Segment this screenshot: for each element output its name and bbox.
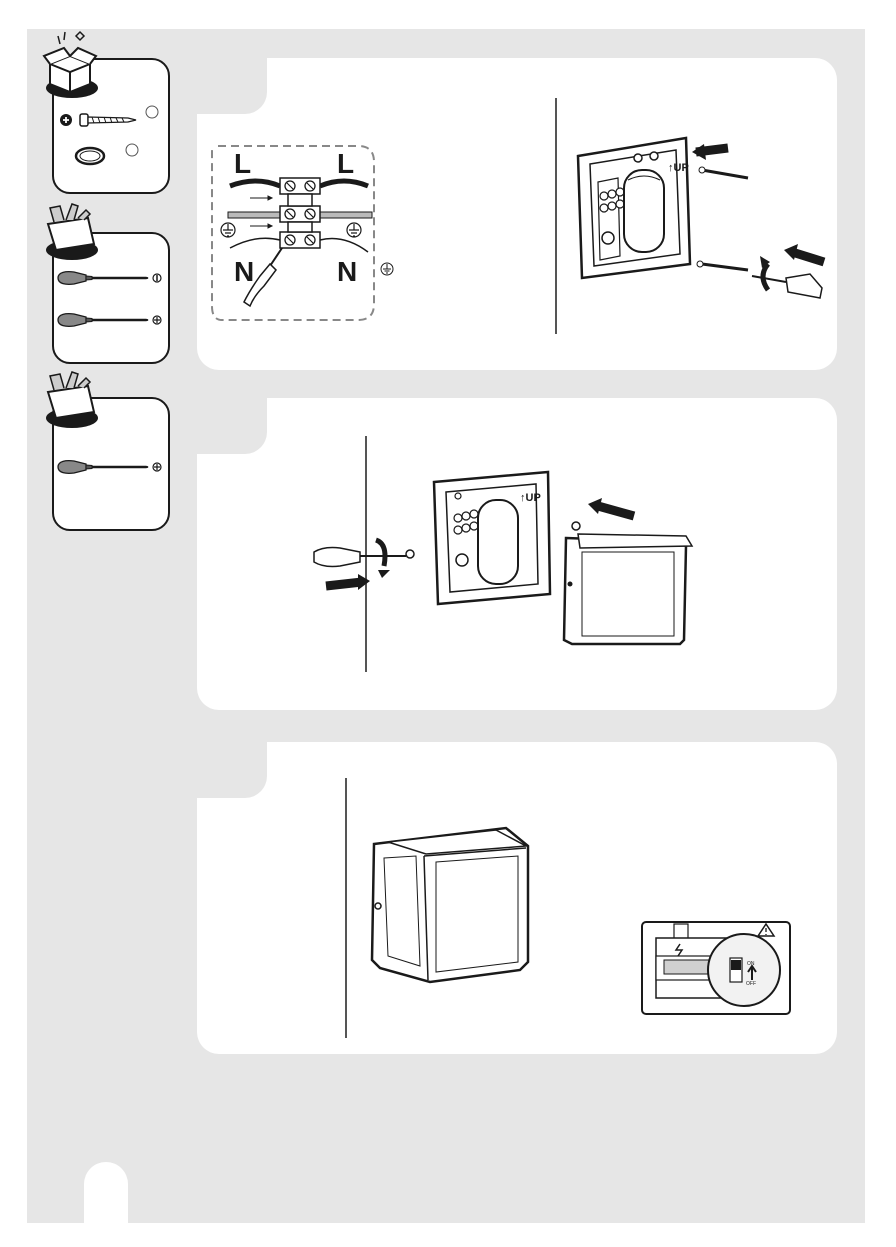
flathead-screwdriver-icon xyxy=(56,268,162,288)
installed-wall-light-illustration xyxy=(366,822,536,990)
toolbox-icon xyxy=(38,202,108,262)
circuit-breaker-illustration xyxy=(640,920,792,1016)
up-marker-1: ↑UP xyxy=(668,162,689,174)
wall-mount-with-housing-illustration xyxy=(430,470,700,660)
step-2-number-tab xyxy=(197,398,267,454)
phillips-screwdriver-icon xyxy=(56,310,162,330)
step-3-divider xyxy=(345,778,347,1038)
earth-symbol-icon xyxy=(380,262,394,276)
step-1-divider xyxy=(555,98,557,334)
step-3-number-tab xyxy=(197,742,267,798)
toolbox-icon xyxy=(38,370,108,430)
phillips-screw-icon xyxy=(58,108,166,132)
breaker-on-label: ON xyxy=(747,961,755,967)
live-label-left: L xyxy=(234,150,251,178)
neutral-label-left: N xyxy=(234,258,254,286)
phillips-screwdriver-icon xyxy=(56,457,162,477)
up-marker-2: ↑UP xyxy=(520,492,541,504)
breaker-off-label: OFF xyxy=(746,981,756,987)
page-number-tab xyxy=(84,1162,128,1232)
screwdriver-tightening-illustration xyxy=(310,530,430,600)
neutral-label-right: N xyxy=(337,258,357,286)
o-ring-icon xyxy=(74,140,144,170)
package-box-icon xyxy=(38,30,108,100)
step-1-number-tab xyxy=(197,58,267,114)
live-label-right: L xyxy=(337,150,354,178)
wall-mount-base-illustration xyxy=(572,136,832,326)
